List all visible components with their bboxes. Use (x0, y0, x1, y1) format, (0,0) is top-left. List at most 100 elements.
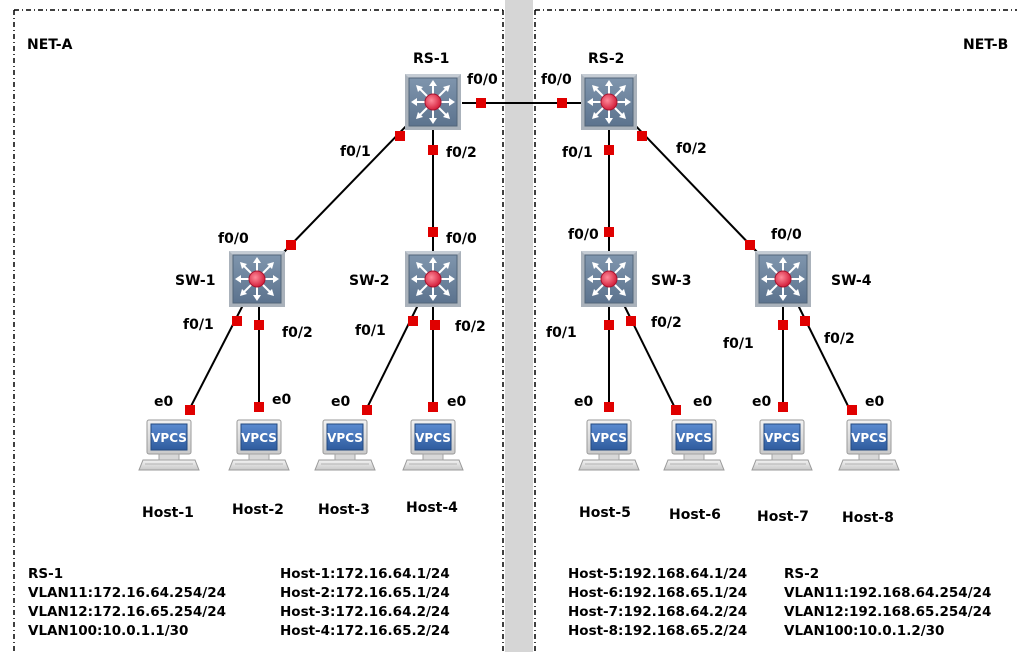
net-a-host-info-line: Host-2:172.16.65.1/24 (280, 585, 450, 601)
port-marker (408, 316, 418, 326)
host-3-e0-label: e0 (331, 394, 351, 410)
port-marker (604, 402, 614, 412)
rs2-info-line: VLAN12:192.168.65.254/24 (784, 604, 992, 620)
rs2-switch-icon[interactable] (580, 73, 638, 131)
host-6-e0-label: e0 (693, 394, 713, 410)
host-6-screen-label: VPCS (676, 431, 712, 445)
host-6-pc-icon[interactable]: VPCS (663, 419, 725, 471)
host-1-pc-icon[interactable]: VPCS (138, 419, 200, 471)
port-marker (604, 227, 614, 237)
port-marker (395, 131, 405, 141)
rs1-info-block: RS-1 VLAN11:172.16.64.254/24 VLAN12:172.… (28, 565, 226, 641)
sw3-f02-label: f0/2 (651, 315, 682, 331)
port-marker (254, 320, 264, 330)
host-8-pc-icon[interactable]: VPCS (838, 419, 900, 471)
rs2-f00-label: f0/0 (541, 72, 572, 88)
rs1-f02-label: f0/2 (446, 145, 477, 161)
port-marker (185, 405, 195, 415)
net-a-host-info-line: Host-4:172.16.65.2/24 (280, 623, 450, 639)
host-5-e0-label: e0 (574, 394, 594, 410)
port-marker (430, 320, 440, 330)
port-marker (626, 316, 636, 326)
host-6-label: Host-6 (669, 507, 721, 523)
host-5-label: Host-5 (579, 505, 631, 521)
sw1-f01-label: f0/1 (183, 317, 214, 333)
host-3-screen-label: VPCS (327, 431, 363, 445)
port-marker (476, 98, 486, 108)
sw1-f02-label: f0/2 (282, 325, 313, 341)
link-rs1-sw1 (282, 119, 413, 254)
host-7-label: Host-7 (757, 509, 809, 525)
sw4-f01-label: f0/1 (723, 336, 754, 352)
host-5-pc-icon[interactable]: VPCS (578, 419, 640, 471)
sw1-label: SW-1 (175, 273, 216, 289)
network-separator (505, 0, 533, 652)
sw3-f00-label: f0/0 (568, 227, 599, 243)
host-3-label: Host-3 (318, 502, 370, 518)
rs1-label: RS-1 (413, 51, 450, 67)
sw1-f00-label: f0/0 (218, 231, 249, 247)
sw1-switch-icon[interactable] (228, 250, 286, 308)
port-marker (671, 405, 681, 415)
sw4-f02-label: f0/2 (824, 331, 855, 347)
net-a-host-info-line: Host-1:172.16.64.1/24 (280, 566, 450, 582)
port-marker (286, 240, 296, 250)
port-marker (847, 405, 857, 415)
port-marker (557, 98, 567, 108)
net-b-title: NET-B (963, 37, 1009, 53)
sw4-switch-icon[interactable] (754, 250, 812, 308)
port-marker (637, 131, 647, 141)
sw3-f01-label: f0/1 (546, 325, 577, 341)
port-marker (604, 145, 614, 155)
net-b-host-info-line: Host-5:192.168.64.1/24 (568, 566, 748, 582)
host-3-pc-icon[interactable]: VPCS (314, 419, 376, 471)
port-marker (778, 402, 788, 412)
host-2-pc-icon[interactable]: VPCS (228, 419, 290, 471)
sw2-switch-icon[interactable] (404, 250, 462, 308)
port-marker (428, 227, 438, 237)
rs2-f01-label: f0/1 (562, 145, 593, 161)
rs1-f01-label: f0/1 (340, 144, 371, 160)
net-b-host-info-line: Host-7:192.168.64.2/24 (568, 604, 748, 620)
host-4-pc-icon[interactable]: VPCS (402, 419, 464, 471)
rs1-info-line: VLAN11:172.16.64.254/24 (28, 585, 227, 601)
rs1-f00-label: f0/0 (467, 72, 498, 88)
net-b-host-info-line: Host-8:192.168.65.2/24 (568, 623, 748, 639)
port-marker (232, 316, 242, 326)
link-rs2-sw4 (629, 119, 759, 254)
net-b-hosts-info-block: Host-5:192.168.64.1/24 Host-6:192.168.65… (568, 565, 747, 641)
sw4-f00-label: f0/0 (771, 227, 802, 243)
port-marker (604, 320, 614, 330)
host-4-screen-label: VPCS (415, 431, 451, 445)
rs2-info-block: RS-2 VLAN11:192.168.64.254/24 VLAN12:192… (784, 565, 991, 641)
host-1-label: Host-1 (142, 505, 194, 521)
sw2-label: SW-2 (349, 273, 390, 289)
port-marker (428, 402, 438, 412)
rs2-f02-label: f0/2 (676, 141, 707, 157)
port-marker (362, 405, 372, 415)
rs2-label: RS-2 (588, 51, 625, 67)
rs1-info-line: RS-1 (28, 566, 64, 582)
host-4-label: Host-4 (406, 500, 458, 516)
rs1-switch-icon[interactable] (404, 73, 462, 131)
rs1-info-line: VLAN12:172.16.65.254/24 (28, 604, 227, 620)
host-2-label: Host-2 (232, 502, 284, 518)
net-a-host-info-line: Host-3:172.16.64.2/24 (280, 604, 450, 620)
sw3-switch-icon[interactable] (580, 250, 638, 308)
port-marker (254, 402, 264, 412)
net-b-host-info-line: Host-6:192.168.65.1/24 (568, 585, 748, 601)
host-7-pc-icon[interactable]: VPCS (751, 419, 813, 471)
host-8-label: Host-8 (842, 510, 894, 526)
sw2-f02-label: f0/2 (455, 319, 486, 335)
rs2-info-line: RS-2 (784, 566, 820, 582)
host-7-screen-label: VPCS (764, 431, 800, 445)
host-1-e0-label: e0 (154, 394, 174, 410)
sw2-f01-label: f0/1 (355, 323, 386, 339)
host-1-screen-label: VPCS (151, 431, 187, 445)
port-marker (800, 316, 810, 326)
host-5-screen-label: VPCS (591, 431, 627, 445)
host-7-e0-label: e0 (752, 394, 772, 410)
host-2-e0-label: e0 (272, 392, 292, 408)
sw3-label: SW-3 (651, 273, 692, 289)
